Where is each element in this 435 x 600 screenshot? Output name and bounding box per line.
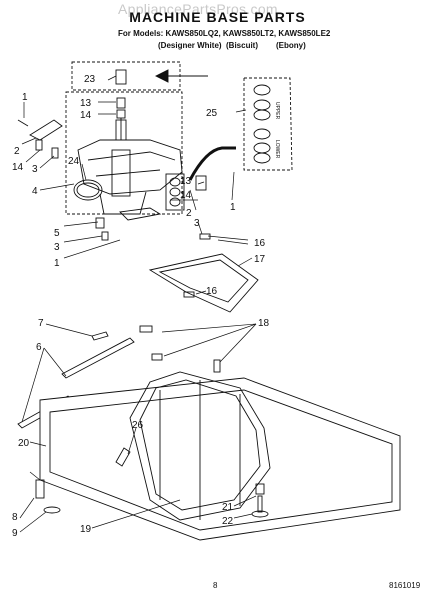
inset-label-lower: LOWER bbox=[274, 140, 280, 159]
callout-19: 19 bbox=[80, 524, 92, 535]
callout-1c: 1 bbox=[54, 258, 60, 269]
callout-15: 14 bbox=[12, 162, 24, 173]
callout-1a: 1 bbox=[22, 92, 28, 103]
inset-label-upper: UPPER bbox=[274, 102, 280, 120]
callout-9: 9 bbox=[12, 528, 18, 539]
page-title: MACHINE BASE PARTS bbox=[129, 9, 306, 25]
callout-13b: 13 bbox=[180, 176, 192, 187]
callout-24: 25 bbox=[206, 108, 218, 119]
motor-bracket bbox=[17, 119, 63, 159]
callout-2a: 2 bbox=[14, 146, 20, 157]
callout-25: 24 bbox=[68, 156, 80, 167]
leader-lines bbox=[19, 75, 257, 533]
callout-13a: 13 bbox=[80, 98, 92, 109]
callout-7: 7 bbox=[38, 318, 44, 329]
gearcase-fasteners bbox=[95, 207, 162, 241]
callout-20: 20 bbox=[18, 438, 30, 449]
color-variant-ebony: (Ebony) bbox=[276, 41, 306, 50]
document-number: 8161019 bbox=[389, 581, 421, 590]
callout-2b: 2 bbox=[186, 208, 192, 219]
callout-14b: 14 bbox=[180, 190, 192, 201]
drain-hose bbox=[165, 146, 236, 211]
callout-numbers: 1 2 14 3 4 24 23 13 14 25 13 14 2 1 3 5 … bbox=[12, 74, 280, 539]
callout-8: 8 bbox=[12, 512, 18, 523]
callout-1b: 1 bbox=[230, 202, 236, 213]
models-line: For Models: KAWS850LQ2, KAWS850LT2, KAWS… bbox=[118, 29, 331, 38]
callout-22: 22 bbox=[222, 516, 234, 527]
callout-21: 21 bbox=[222, 502, 234, 513]
callout-4: 4 bbox=[32, 186, 38, 197]
callout-17: 17 bbox=[254, 254, 266, 265]
gearcase-assembly bbox=[65, 61, 208, 215]
page-number: 8 bbox=[213, 581, 218, 590]
watermark: AppliancePartsPros.com bbox=[118, 1, 278, 17]
callout-16a: 16 bbox=[254, 238, 266, 249]
callout-5: 5 bbox=[54, 228, 60, 239]
callout-14a: 14 bbox=[80, 110, 92, 121]
callout-3b: 3 bbox=[194, 218, 200, 229]
callout-6: 6 bbox=[36, 342, 42, 353]
callout-3a: 3 bbox=[32, 164, 38, 175]
machine-base-frame bbox=[35, 371, 401, 541]
callout-3c: 3 bbox=[54, 242, 60, 253]
color-variant-white: (Designer White) bbox=[158, 41, 222, 50]
color-variant-biscuit: (Biscuit) bbox=[226, 41, 258, 50]
callout-16b: 16 bbox=[206, 286, 218, 297]
base-plate bbox=[148, 233, 259, 313]
callout-23: 23 bbox=[84, 74, 96, 85]
callout-26: 26 bbox=[132, 420, 144, 431]
callout-18: 18 bbox=[258, 318, 270, 329]
bearing-kit-inset bbox=[243, 77, 293, 171]
